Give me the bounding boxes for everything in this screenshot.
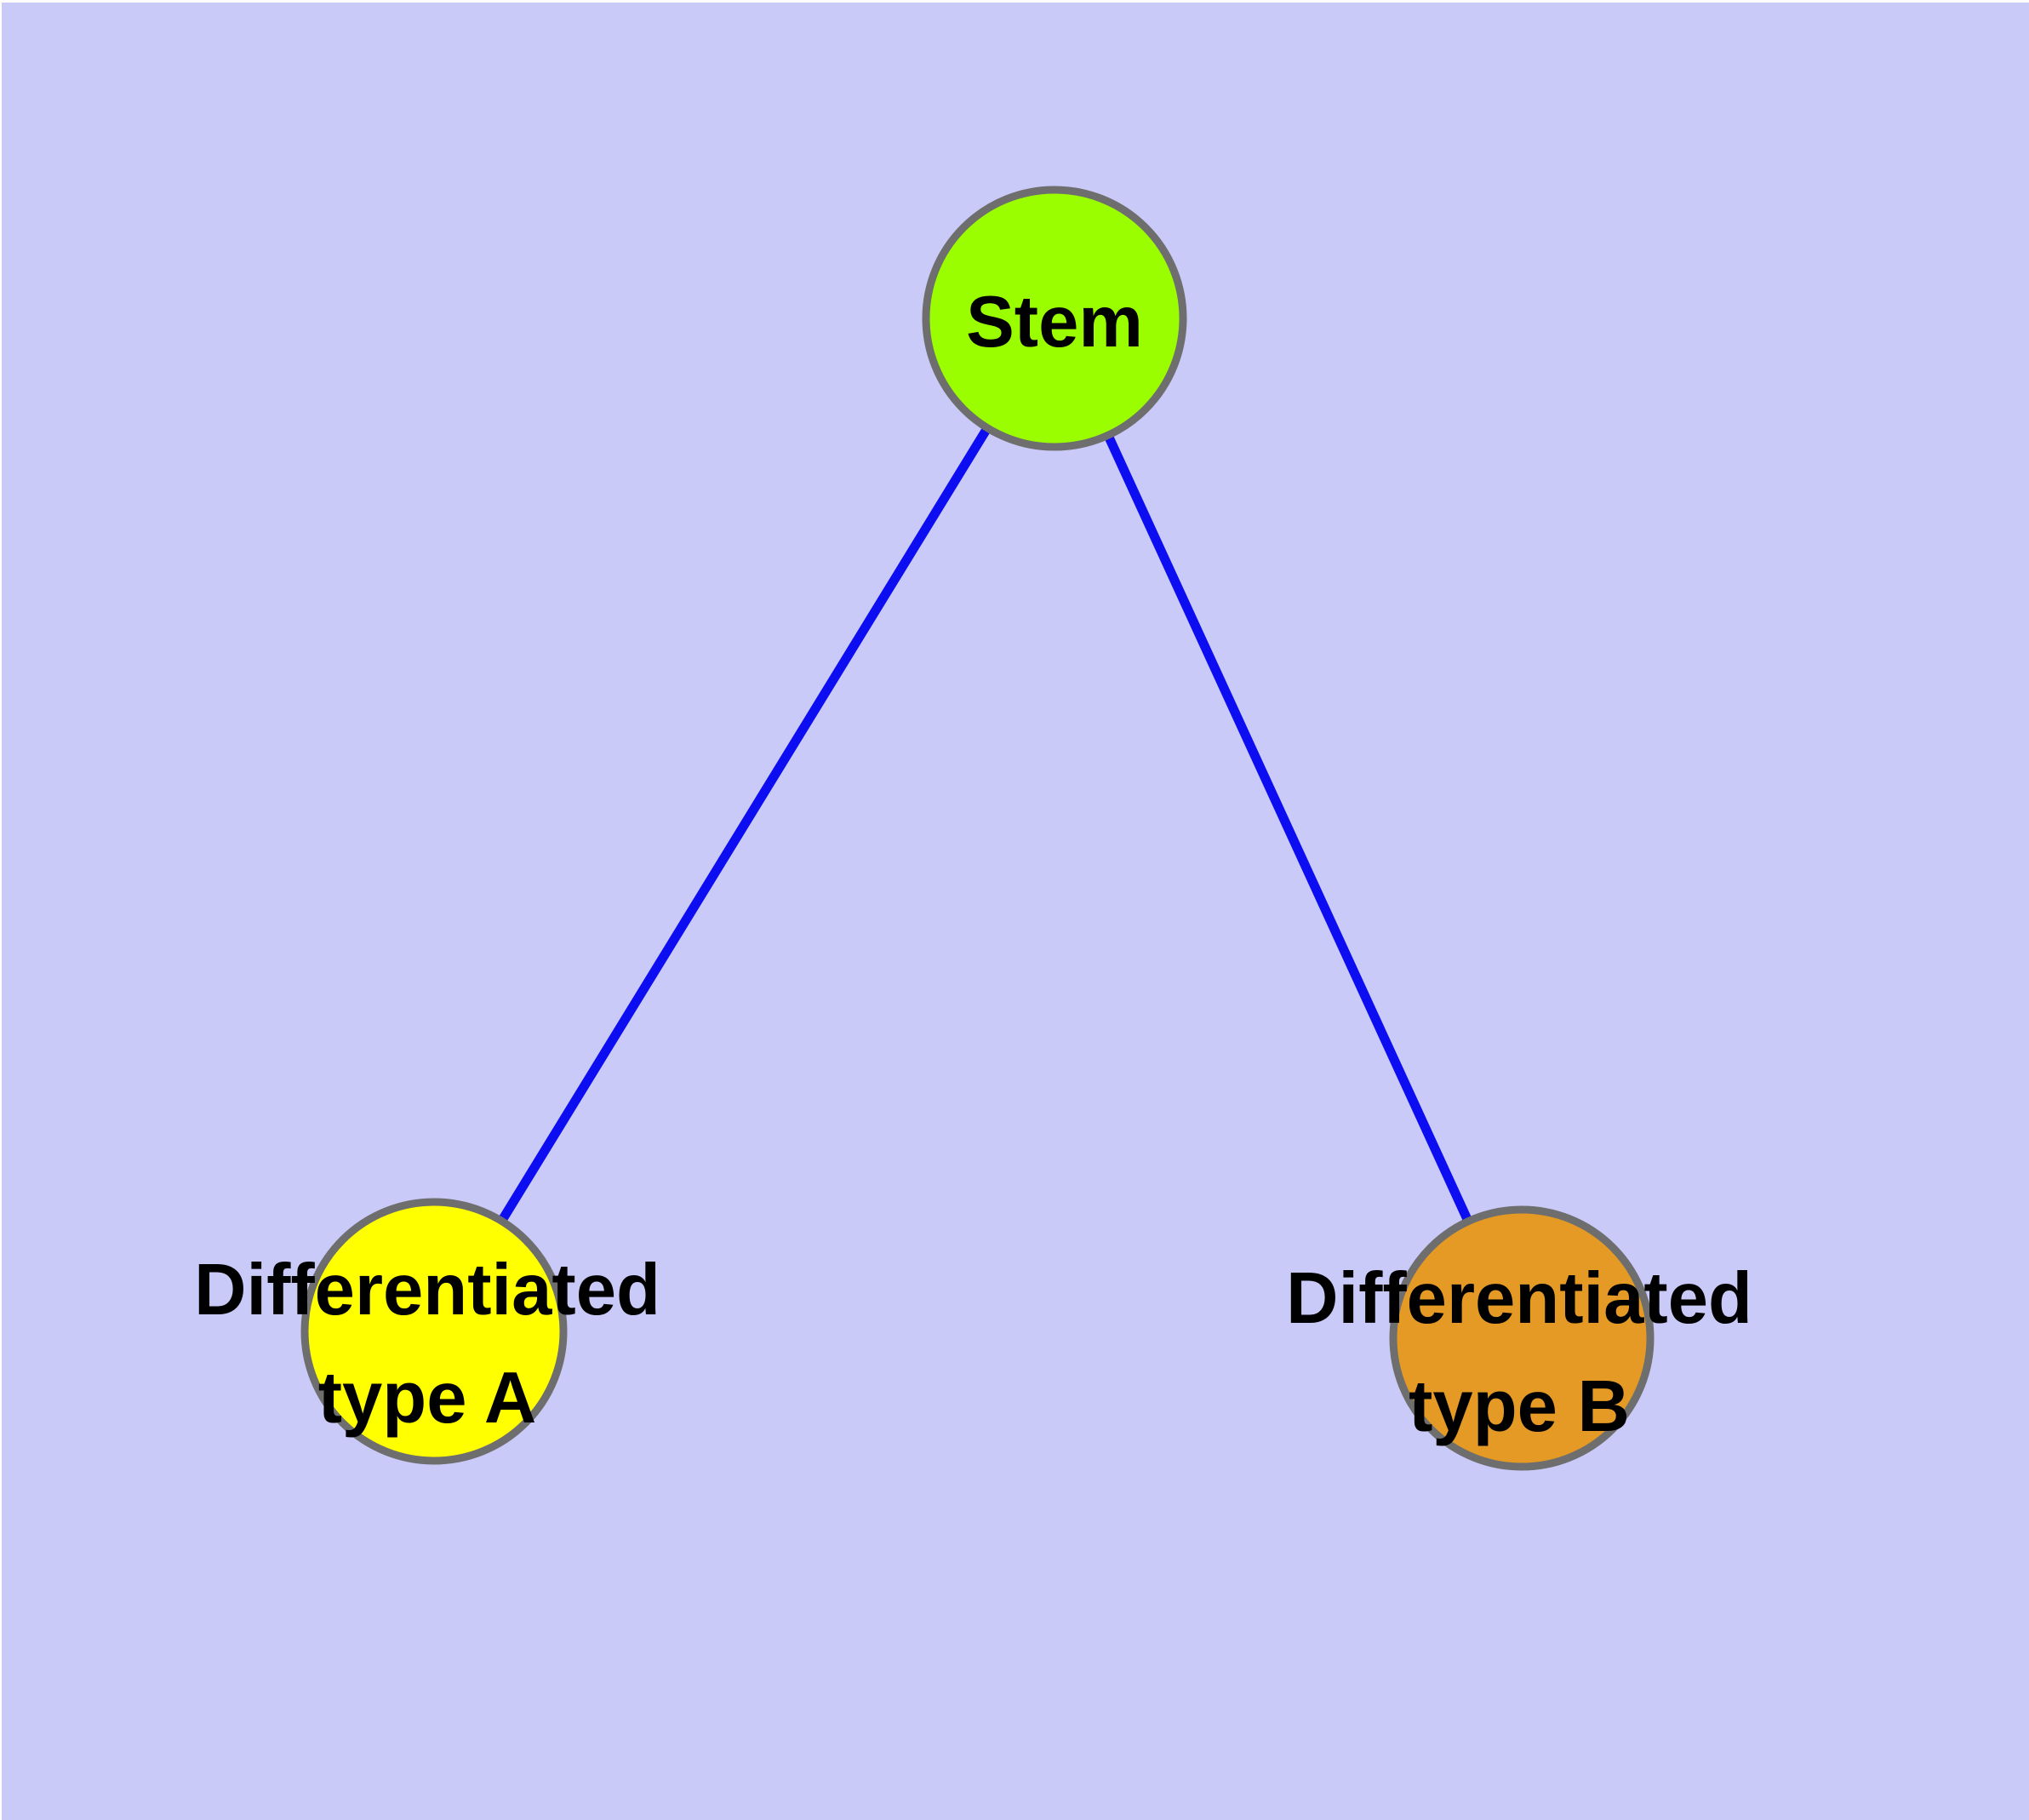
edge-stem-to-type-a — [430, 316, 1059, 1334]
node-type-a-label: Differentiated type A — [194, 1250, 660, 1439]
edge-stem-to-type-b — [1050, 316, 1526, 1341]
node-type-b-label: Differentiated type B — [1286, 1258, 1752, 1447]
node-type-b-circle — [1389, 1205, 1655, 1471]
node-stem-label: Stem — [966, 282, 1143, 363]
node-type-a-circle — [300, 1198, 568, 1465]
node-stem-circle — [922, 186, 1187, 451]
